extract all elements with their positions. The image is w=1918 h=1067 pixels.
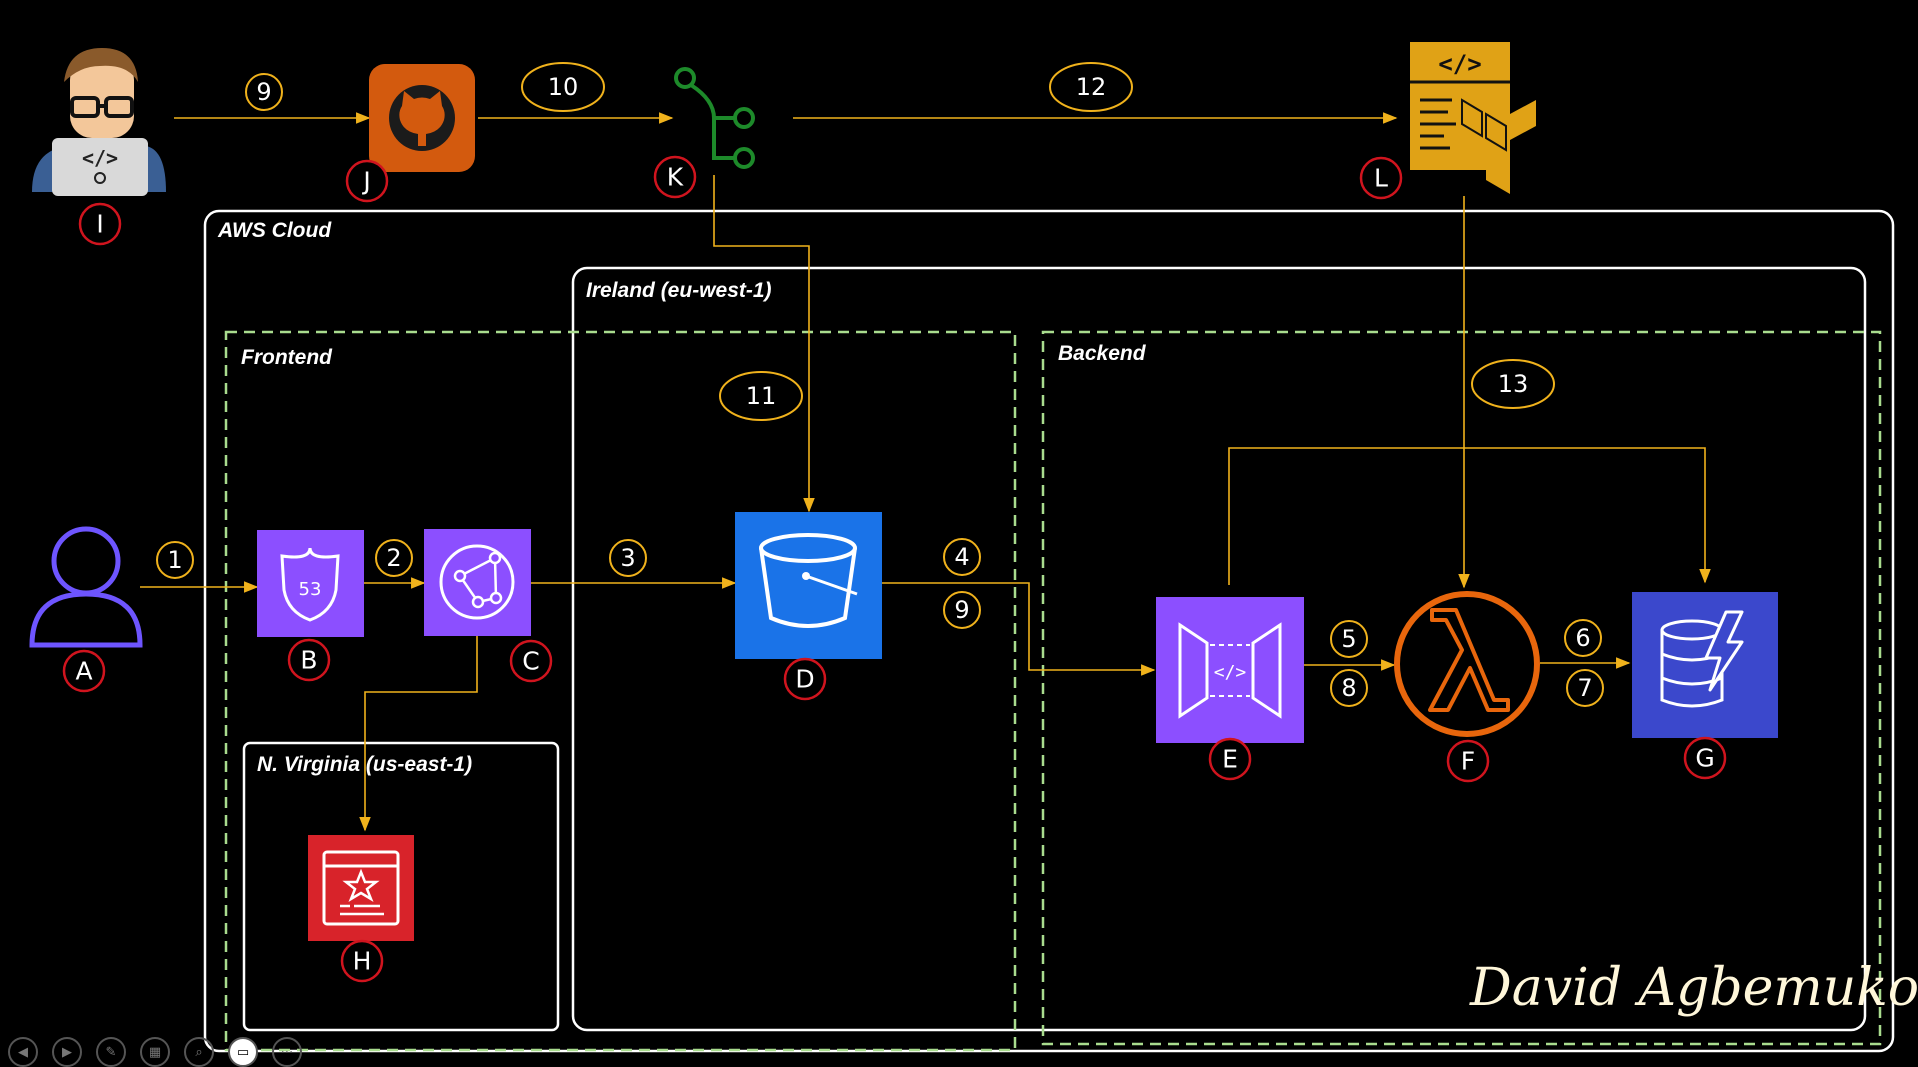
marker-f — [1446, 739, 1490, 783]
slideshow-controls: ◀ ▶ ✎ ▦ ⌕ ▭ ⋯ — [8, 1037, 302, 1067]
ireland-region-label: Ireland (eu-west-1) — [586, 279, 772, 302]
step-5 — [1330, 620, 1368, 658]
svg-text:I: I — [96, 210, 103, 239]
ireland-region-box — [571, 266, 1867, 1032]
marker-i — [78, 202, 122, 246]
svg-text:53: 53 — [299, 579, 322, 600]
marker-l — [1359, 156, 1403, 200]
step-12 — [1049, 62, 1133, 112]
marker-a — [62, 649, 106, 693]
step-8 — [1330, 669, 1368, 707]
next-slide-icon[interactable]: ▶ — [52, 1037, 82, 1067]
certificate-manager-icon — [308, 835, 414, 941]
backend-group-label: Backend — [1058, 342, 1147, 365]
svg-text:11: 11 — [746, 382, 777, 410]
svg-text:K: K — [667, 163, 684, 192]
marker-h — [340, 939, 384, 983]
step-4 — [943, 538, 981, 576]
step-1 — [156, 541, 194, 579]
dynamodb-icon — [1632, 592, 1778, 738]
aws-cloud-label: AWS Cloud — [217, 219, 332, 242]
svg-text:</>: </> — [82, 146, 118, 170]
lambda-icon — [1394, 591, 1540, 737]
connectors — [140, 112, 1711, 832]
svg-text:F: F — [1461, 747, 1475, 776]
step-labels: 1 2 3 4 9 5 8 6 7 9 10 12 11 13 — [167, 73, 1592, 702]
marker-d — [783, 657, 827, 701]
svg-text:1: 1 — [167, 546, 182, 574]
step-9-lower — [943, 591, 981, 629]
marker-c — [509, 639, 553, 683]
svg-text:C: C — [522, 647, 539, 676]
svg-text:J: J — [361, 167, 370, 196]
svg-text:D: D — [795, 665, 814, 694]
svg-text:6: 6 — [1575, 624, 1590, 652]
backend-group-box — [1041, 330, 1882, 1046]
step-2 — [375, 539, 413, 577]
developer-icon: </> — [32, 48, 166, 196]
svg-text:8: 8 — [1341, 674, 1356, 702]
svg-text:9: 9 — [954, 596, 969, 624]
camera-icon[interactable]: ▭ — [228, 1037, 258, 1067]
virginia-region-box — [242, 741, 560, 1032]
slides-grid-icon[interactable]: ▦ — [140, 1037, 170, 1067]
svg-text:H: H — [353, 947, 372, 976]
step-7 — [1566, 669, 1604, 707]
svg-text:13: 13 — [1498, 370, 1529, 398]
marker-k — [653, 155, 697, 199]
route53-icon: 53 — [257, 530, 364, 637]
cloudfront-icon — [424, 529, 531, 636]
svg-text:12: 12 — [1076, 73, 1107, 101]
svg-text:G: G — [1695, 744, 1714, 773]
frontend-group-box — [224, 330, 1017, 1052]
frontend-group-label: Frontend — [241, 346, 333, 369]
zoom-icon[interactable]: ⌕ — [184, 1037, 214, 1067]
api-gateway-icon: </> — [1156, 597, 1304, 743]
marker-e — [1208, 737, 1252, 781]
svg-text:B: B — [300, 646, 317, 675]
terraform-icon: </> — [1410, 42, 1536, 194]
s3-bucket-icon — [735, 512, 882, 659]
svg-text:4: 4 — [954, 543, 969, 571]
step-9-upper — [245, 73, 283, 111]
marker-j — [345, 159, 389, 203]
pen-icon[interactable]: ✎ — [96, 1037, 126, 1067]
marker-g — [1683, 736, 1727, 780]
github-icon — [369, 64, 475, 172]
svg-text:A: A — [75, 657, 92, 686]
previous-slide-icon[interactable]: ◀ — [8, 1037, 38, 1067]
svg-text:3: 3 — [620, 544, 635, 572]
user-icon — [29, 526, 143, 648]
svg-text:10: 10 — [548, 73, 579, 101]
svg-text:</>: </> — [1214, 662, 1247, 683]
step-badges — [156, 62, 1604, 707]
letter-labels: A B C D E F G H I J K L — [75, 163, 1714, 976]
letter-markers — [62, 155, 1727, 983]
step-3 — [609, 539, 647, 577]
svg-text:5: 5 — [1341, 625, 1356, 653]
author-signature: David Agbemuko — [1469, 958, 1918, 1018]
step-13 — [1471, 359, 1555, 409]
codepipeline-icon — [674, 67, 755, 169]
marker-b — [287, 638, 331, 682]
step-6 — [1564, 619, 1602, 657]
step-10 — [521, 62, 605, 112]
svg-text:7: 7 — [1577, 674, 1592, 702]
step-11 — [719, 371, 803, 421]
svg-text:</>: </> — [1438, 50, 1481, 78]
more-options-icon[interactable]: ⋯ — [272, 1037, 302, 1067]
aws-cloud-box — [203, 209, 1895, 1053]
svg-text:E: E — [1222, 745, 1238, 774]
svg-text:9: 9 — [256, 78, 271, 106]
svg-text:2: 2 — [386, 544, 401, 572]
svg-text:L: L — [1374, 164, 1388, 193]
